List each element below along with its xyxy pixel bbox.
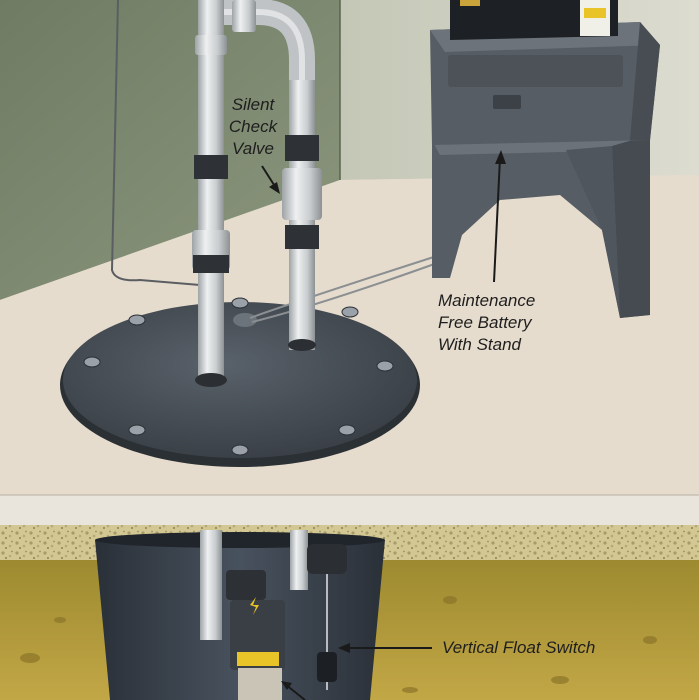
battery-label-line3: With Stand [438,335,521,354]
check-valve-label: Silent Check Valve [222,94,284,160]
battery-label: Maintenance Free Battery With Stand [438,290,598,356]
battery-box [430,22,660,145]
submersible-pump [226,570,285,700]
battery [450,0,618,40]
check-valve-label-line1: Silent [231,95,275,114]
check-valve-label-line3: Valve [232,139,274,158]
battery-pointer [493,157,501,283]
battery-label-line1: Maintenance [438,291,536,310]
float-switch-housing [307,544,347,574]
back-wall-left [0,0,340,300]
pit-discharge-pipe-backup [290,530,308,590]
backup-discharge-pipe [224,0,322,351]
sump-lid [63,302,417,458]
float-ball [317,652,337,682]
check-valve-label-line2: Check [228,117,278,136]
pit-discharge-pipe-main [200,530,222,640]
battery-label-line2: Free Battery [438,313,532,332]
power-cord [110,0,201,286]
floor-slab-edge [0,495,699,525]
main-discharge-pipe [192,0,230,387]
float-switch-label: Vertical Float Switch [442,638,596,657]
